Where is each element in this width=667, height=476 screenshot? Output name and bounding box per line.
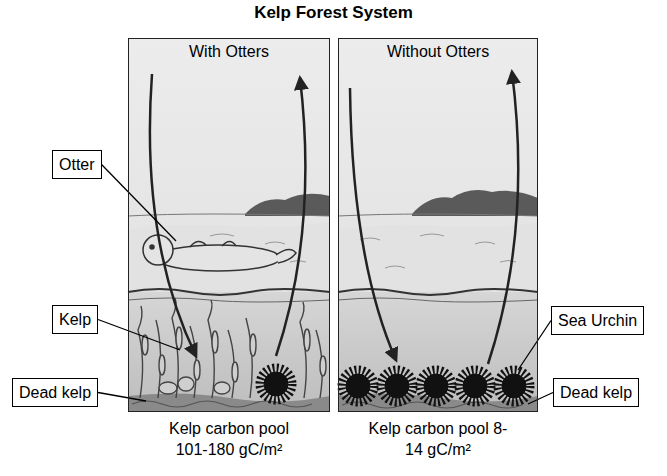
leader-line — [528, 393, 553, 405]
dead-kelp-part — [342, 402, 522, 408]
kelp-stalks-part — [232, 362, 238, 382]
kelp-stalks-part — [320, 356, 326, 376]
sea-urchins-part — [381, 370, 413, 402]
kelp-stalks-part — [250, 334, 256, 356]
kelp-stalks-part — [212, 331, 218, 353]
sea-urchins-part — [264, 372, 288, 396]
kelp-stalks-part — [159, 382, 177, 394]
flow-arrows-part — [150, 74, 196, 356]
left-scene-part — [128, 298, 330, 302]
left-scene — [128, 38, 330, 412]
diagram-title: Kelp Forest System — [0, 3, 667, 23]
right-scene-part — [338, 214, 538, 216]
sea-urchins-part — [424, 374, 448, 398]
kelp-stalks-part — [304, 329, 310, 351]
flow-arrows — [150, 72, 518, 364]
kelp-stalks-part — [194, 360, 200, 380]
sea-urchins-part — [346, 374, 370, 398]
scene-panel: Without Otters — [338, 38, 538, 412]
callout-label: Sea Urchin — [551, 306, 644, 335]
panel-heading: Without Otters — [339, 39, 537, 61]
leader-line — [102, 165, 176, 242]
sea-urchins-part — [385, 374, 409, 398]
kelp-stalks — [138, 298, 326, 398]
callout-label: Otter — [52, 150, 102, 179]
sea-urchins-part — [463, 374, 487, 398]
otter — [143, 235, 296, 271]
kelp-stalks-part — [138, 306, 143, 398]
left-scene-part — [245, 194, 330, 216]
callout-text: Sea Urchin — [558, 312, 637, 329]
panel-heading: With Otters — [129, 39, 329, 61]
callout-label: Kelp — [52, 305, 98, 334]
sea-urchins-part — [342, 370, 374, 402]
leader-line — [98, 320, 180, 351]
otter-part — [190, 241, 236, 247]
left-scene-part — [128, 292, 330, 412]
right-scene-part — [338, 38, 538, 412]
sea-urchins-part — [260, 368, 292, 400]
sea-urchins-part — [498, 370, 530, 402]
callout-label: Dead kelp — [553, 378, 639, 407]
leader-line — [98, 393, 146, 402]
flow-arrows-part — [276, 78, 305, 356]
callout-text: Otter — [59, 156, 95, 173]
kelp-stalks-part — [159, 355, 165, 375]
scene-panel: With Otters — [128, 38, 330, 412]
sea-urchins-part — [502, 374, 526, 398]
flow-arrows-part — [350, 88, 396, 360]
sea-urchins — [260, 368, 530, 402]
kelp-stalks-part — [178, 377, 194, 391]
otter-part — [276, 249, 296, 263]
otter-part — [156, 245, 280, 271]
callout-text: Dead kelp — [560, 384, 632, 401]
callout-text: Kelp — [59, 311, 91, 328]
right-scene — [338, 38, 538, 412]
callout-text: Dead kelp — [19, 384, 91, 401]
right-scene-part — [338, 292, 538, 412]
carbon-pool-caption: Kelp carbon pool 8-14 gC/m² — [363, 418, 513, 460]
left-scene-part — [128, 289, 330, 295]
flow-arrows-part — [488, 72, 518, 364]
right-scene-part — [412, 190, 538, 216]
right-scene-part — [338, 298, 538, 302]
otter-part — [150, 245, 154, 249]
sea-urchins-part — [459, 370, 491, 402]
left-scene-part — [128, 38, 330, 412]
carbon-pool-caption: Kelp carbon pool 101-180 gC/m² — [154, 418, 304, 460]
kelp-stalks-part — [176, 327, 182, 349]
callout-label: Dead kelp — [12, 378, 98, 407]
kelp-stalks-part — [214, 382, 230, 394]
sea-urchins-part — [420, 370, 452, 402]
right-scene-part — [360, 234, 516, 268]
left-scene-part — [128, 214, 330, 216]
leader-line — [518, 321, 551, 371]
kelp-stalks-part — [246, 318, 252, 398]
